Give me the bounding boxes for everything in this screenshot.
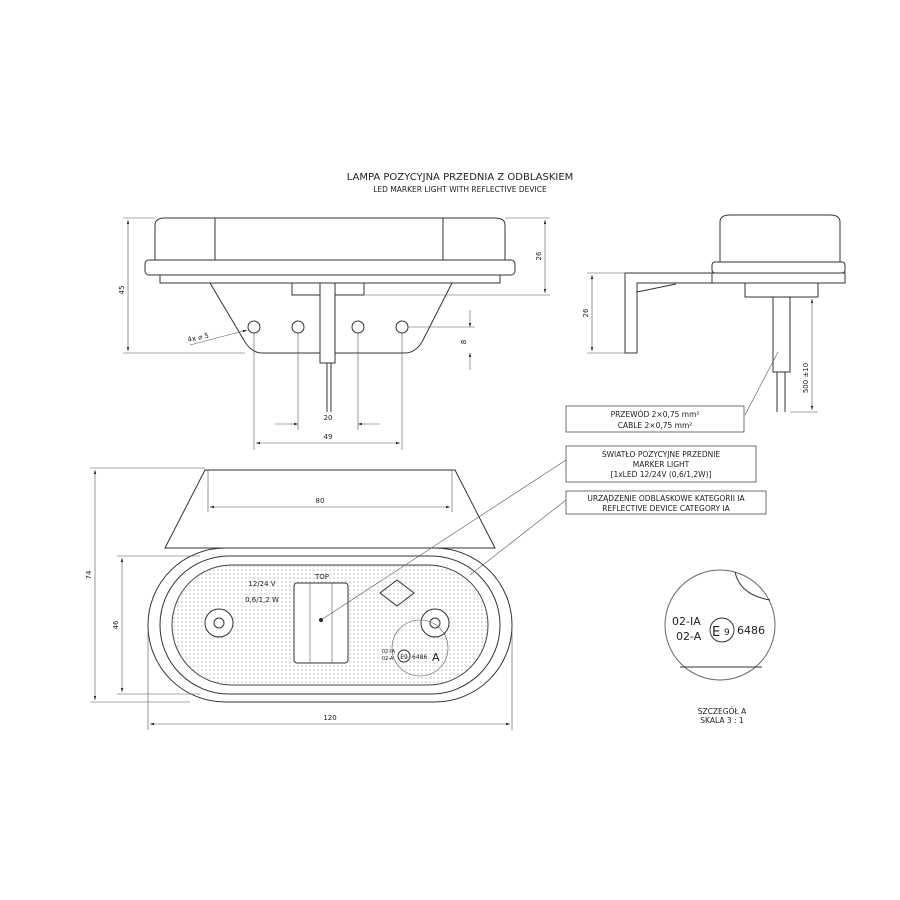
callout-light-en: MARKER LIGHT	[633, 460, 690, 469]
lens-approval-1: 02-IA	[382, 649, 396, 655]
callout-light-spec: [1xLED 12/24V (0,6/1,2W)]	[611, 470, 712, 479]
dim-20: 20	[324, 414, 333, 422]
detail-approval-2: 02-A	[676, 630, 702, 643]
dim-49: 49	[324, 433, 333, 441]
callout-cable-pl: PRZEWÓD 2×0,75 mm²	[611, 410, 700, 419]
dim-26-side: 26	[582, 308, 590, 317]
callout-reflector-en: REFLECTIVE DEVICE CATEGORY IA	[602, 504, 730, 513]
detail-a: 02-IA 02-A E 9 6486 SZCZEGÓŁ A SKALA 3 :…	[664, 569, 776, 725]
lens-approval-number: 6486	[412, 654, 427, 661]
callout-reflector: URZĄDZENIE ODBLASKOWE KATEGORII IA REFLE…	[469, 490, 767, 576]
lens-e-mark: E9	[400, 654, 408, 661]
dim-26-front: 26	[535, 251, 543, 260]
dim-46: 46	[112, 620, 120, 629]
holes-label: 4x ⌀ 5	[187, 332, 210, 344]
side-view: 26 500 ±10	[582, 214, 846, 413]
dim-cable-length: 500 ±10	[802, 363, 810, 393]
title-pl: LAMPA POZYCYJNA PRZEDNIA Z ODBLASKIEM	[347, 172, 574, 183]
bottom-view: 12/24 V 0,6/1,2 W TOP 02-IA 02-A E9 6486…	[85, 467, 513, 730]
detail-e-mark: E	[712, 625, 720, 640]
callout-reflector-pl: URZĄDZENIE ODBLASKOWE KATEGORII IA	[587, 494, 745, 503]
dim-8: 8	[460, 340, 468, 344]
callout-marker-light: ŚWIATŁO POZYCYJNE PRZEDNIE MARKER LIGHT …	[320, 445, 757, 621]
lens-approval-2: 02-A	[382, 656, 394, 662]
callout-light-pl: ŚWIATŁO POZYCYJNE PRZEDNIE	[602, 450, 721, 459]
detail-caption: SZCZEGÓŁ A	[698, 707, 747, 716]
dim-80: 80	[316, 497, 325, 505]
callout-cable-en: CABLE 2×0,75 mm²	[618, 421, 693, 430]
front-view: 45 26 8 20 49 4x ⌀ 5	[118, 217, 550, 450]
detail-e-number: 9	[724, 628, 730, 638]
lens-power: 0,6/1,2 W	[245, 596, 279, 604]
callout-cable: PRZEWÓD 2×0,75 mm² CABLE 2×0,75 mm²	[565, 351, 779, 433]
dim-45: 45	[118, 286, 126, 295]
title-en: LED MARKER LIGHT WITH REFLECTIVE DEVICE	[373, 185, 547, 194]
lens-top: TOP	[314, 573, 329, 581]
dim-120: 120	[323, 714, 336, 722]
detail-approval-1: 02-IA	[672, 615, 701, 628]
detail-approval-number: 6486	[737, 624, 765, 637]
detail-ref-a: A	[432, 651, 440, 664]
detail-scale: SKALA 3 : 1	[700, 716, 744, 725]
lens-voltage: 12/24 V	[248, 580, 275, 588]
dim-74: 74	[85, 570, 93, 579]
